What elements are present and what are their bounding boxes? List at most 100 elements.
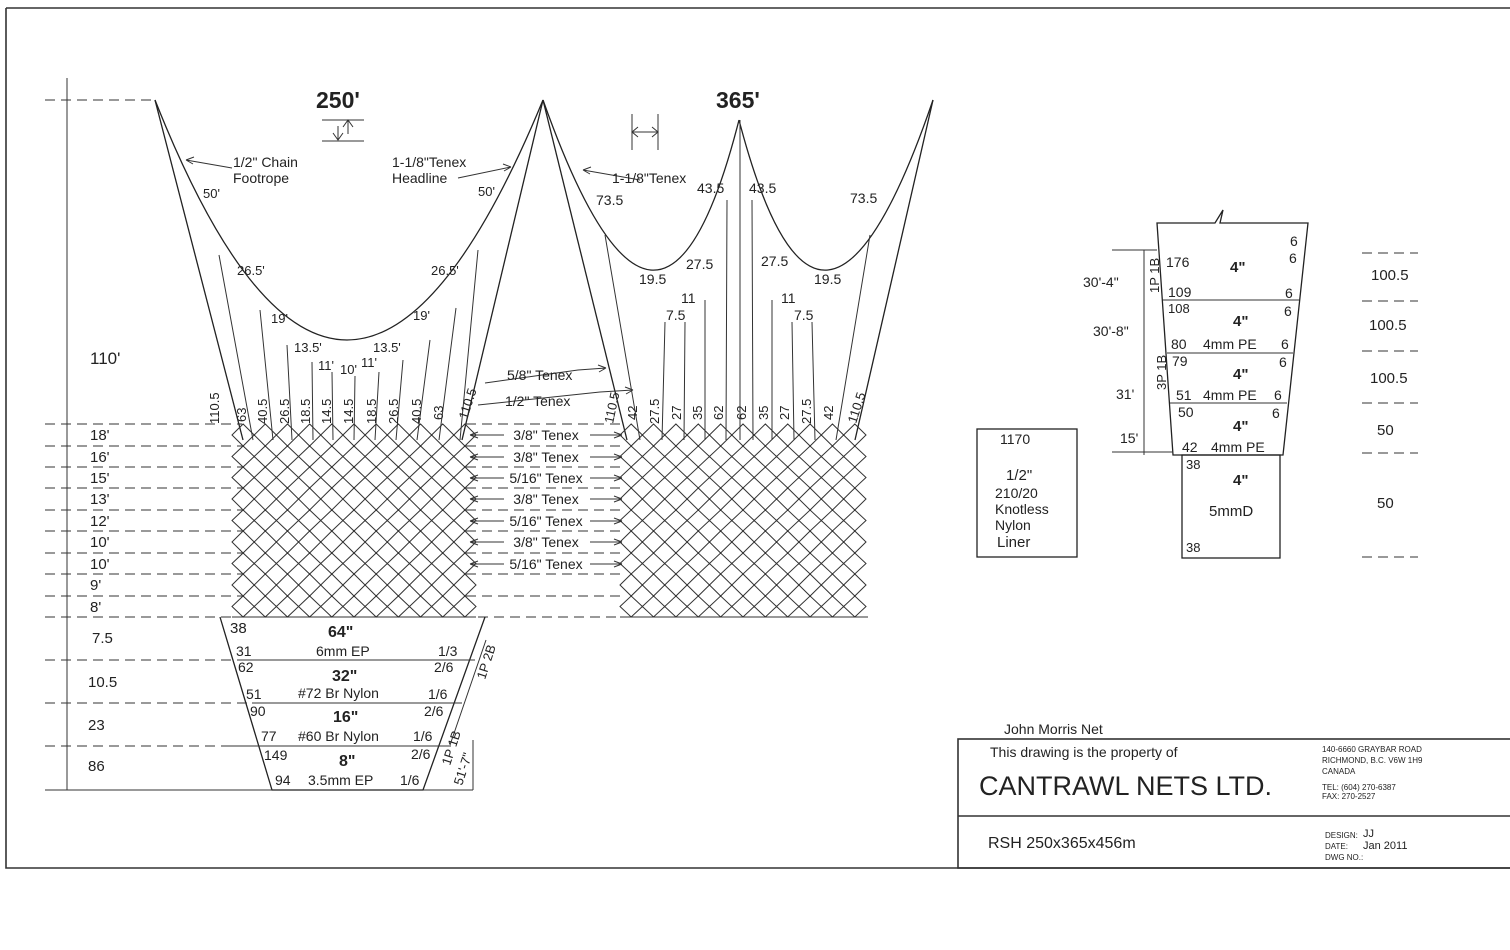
curve-label: 13.5' — [373, 340, 401, 355]
fax-line: FAX: 270-2527 — [1322, 792, 1376, 801]
row-depth: 16' — [90, 449, 110, 466]
codend-count: 176 — [1166, 254, 1190, 270]
row-depth: 18' — [90, 427, 110, 444]
body-material: 6mm EP — [316, 643, 370, 659]
title-block: John Morris Net This drawing is the prop… — [957, 721, 1510, 869]
codend-material: 4mm PE — [1203, 336, 1257, 352]
curve-label: 19.5 — [814, 271, 841, 287]
body-ratio-top: 2/6 — [434, 659, 454, 675]
mesh-row — [231, 573, 477, 597]
wing-365-title: 365' — [716, 87, 760, 113]
mesh-row — [619, 530, 867, 554]
panel-value: 27 — [777, 406, 792, 420]
mesh-row — [231, 509, 477, 532]
row-depth: 8' — [90, 599, 101, 616]
body-top-count: 149 — [264, 747, 288, 763]
mesh-row — [231, 487, 477, 511]
curve-label: 7.5 — [666, 307, 686, 323]
mesh-size-symbol — [322, 119, 364, 142]
design-value: JJ — [1363, 828, 1374, 840]
mesh-pattern — [231, 423, 868, 618]
curve-label: 26.5' — [237, 263, 265, 278]
row-tenex: 3/8" Tenex — [513, 449, 578, 465]
tenex-label-365: 1-1/8"Tenex — [612, 170, 686, 186]
body-ratio: 1/6 — [413, 728, 433, 744]
curve-label: 26.5' — [431, 263, 459, 278]
wing-365: 365' 1-1/8"Tenex 73.5 43.5 43.5 73.5 27.… — [542, 87, 934, 441]
panel-value: 26.5 — [386, 399, 401, 424]
mesh-row — [619, 573, 867, 597]
mesh-row — [231, 595, 477, 618]
codend-right-length: 50 — [1377, 495, 1394, 512]
height-label: 110' — [90, 349, 120, 368]
wing-365-outer-right — [854, 99, 934, 441]
address-line: 140-6660 GRAYBAR ROAD — [1322, 745, 1422, 754]
row-tenex: 3/8" Tenex — [513, 427, 578, 443]
codend-side-label: 3P 1B — [1154, 355, 1169, 390]
body-mesh: 32" — [332, 668, 357, 685]
curve-label: 19' — [271, 311, 288, 326]
codend-material: 4mm PE — [1211, 439, 1265, 455]
codend-count: 38 — [1186, 457, 1200, 472]
headline-label-1: 1-1/8"Tenex — [392, 154, 466, 170]
curve-label: 13.5' — [294, 340, 322, 355]
mesh-row — [619, 509, 867, 532]
body-bot-count: 31 — [236, 643, 252, 659]
mesh-row — [619, 595, 867, 618]
wing-250-title: 250' — [316, 87, 360, 113]
panel-value: 110.5 — [207, 392, 222, 424]
body-mesh: 16" — [333, 709, 358, 726]
codend-side-label: 1P 1B — [1147, 258, 1162, 293]
curve-label: 50' — [478, 184, 495, 199]
drawing-id: RSH 250x365x456m — [988, 835, 1136, 852]
wing-250-panel-lines — [218, 249, 479, 441]
curve-label: 7.5 — [794, 307, 814, 323]
row-tenex: 3/8" Tenex — [513, 534, 578, 550]
mesh-row — [231, 445, 477, 468]
panel-value: 40.5 — [255, 399, 270, 424]
panel-value: 18.5 — [364, 399, 379, 424]
tenex-callout: 5/8" Tenex — [507, 367, 572, 383]
codend-count: 109 — [1168, 284, 1192, 300]
codend-right-dims — [1362, 252, 1418, 558]
wing-365-left-curve — [542, 99, 740, 271]
curve-label: 19' — [413, 308, 430, 323]
curve-label: 43.5 — [749, 180, 776, 196]
body-bot-count: 51 — [246, 686, 262, 702]
panel-value: 18.5 — [298, 399, 313, 424]
body-bot-count: 77 — [261, 728, 277, 744]
codend-material: 4mm PE — [1203, 387, 1257, 403]
body-top-count: 62 — [238, 659, 254, 675]
liner-box: 1170 1/2" 210/20 Knotless Nylon Liner — [976, 428, 1078, 558]
panel-value: 35 — [756, 406, 771, 420]
codend-mesh: 4" — [1233, 366, 1248, 383]
body-ratio-top: 2/6 — [411, 746, 431, 762]
codend-ratio: 6 — [1279, 354, 1287, 370]
codend-ratio: 6 — [1281, 336, 1289, 352]
tenex-callout: 1/2" Tenex — [505, 393, 570, 409]
panel-value: 27 — [669, 406, 684, 420]
codend-count: 108 — [1168, 301, 1190, 316]
panel-value: 42 — [821, 406, 836, 420]
codend-length: 30'-8" — [1093, 323, 1129, 339]
curve-label: 11 — [681, 290, 696, 306]
wing-250-outer-left — [154, 99, 244, 441]
panel-value: 26.5 — [277, 399, 292, 424]
codend-right-length: 100.5 — [1369, 317, 1407, 334]
mesh-size-symbol — [631, 114, 659, 150]
panel-value: 42 — [625, 406, 640, 420]
codend-right-length: 50 — [1377, 422, 1394, 439]
body-bot-count: 94 — [275, 772, 291, 788]
codend-mesh: 4" — [1230, 259, 1245, 276]
headline-label-2: Headline — [392, 170, 447, 186]
liner-spec: 210/20 — [995, 485, 1038, 501]
codend-ratio: 6 — [1284, 303, 1292, 319]
liner-spec: Knotless — [995, 501, 1049, 517]
codend-ratio: 6 — [1272, 405, 1280, 421]
curve-label: 19.5 — [639, 271, 666, 287]
body-top-count: 38 — [230, 620, 247, 637]
curve-label: 11' — [361, 355, 377, 370]
codend-count: 79 — [1172, 353, 1188, 369]
